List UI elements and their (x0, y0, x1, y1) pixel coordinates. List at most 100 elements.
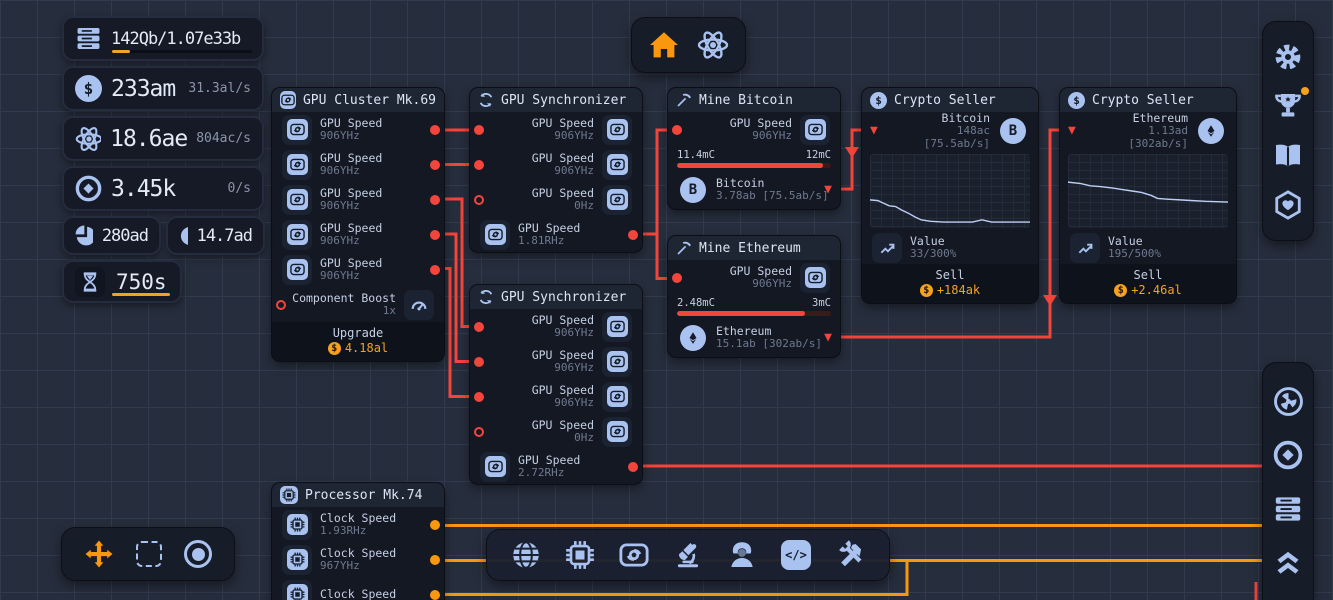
node-header[interactable]: Mine Bitcoin (668, 88, 840, 112)
gpu-fan-icon (606, 189, 628, 210)
node-title: GPU Synchronizer (501, 289, 627, 305)
cpu-icon (280, 486, 298, 504)
input-port[interactable] (474, 194, 484, 205)
coin-diamond-icon (75, 175, 102, 202)
output-port[interactable] (430, 589, 440, 600)
trophy-icon (1275, 92, 1301, 118)
coin-diamond-icon (1273, 441, 1303, 470)
node-header[interactable]: Processor Mk.74 (272, 483, 444, 507)
node-header[interactable]: GPU Cluster Mk.69 (272, 88, 444, 112)
input-port[interactable] (474, 356, 484, 367)
sell-button[interactable]: Sell $+184ak (862, 264, 1038, 303)
processors-tab-button[interactable] (565, 540, 595, 570)
science-value: 18.6ae (110, 125, 188, 152)
output-port[interactable] (430, 124, 440, 135)
input-port[interactable] (474, 426, 484, 437)
gpu-fan-icon (606, 386, 628, 407)
cpu-icon (286, 584, 308, 600)
top-menu (632, 18, 745, 72)
output-port[interactable] (628, 229, 638, 240)
input-port[interactable] (672, 272, 682, 283)
output-port[interactable]: ▼ (824, 330, 832, 346)
node-header[interactable]: Mine Ethereum (668, 236, 840, 260)
settings-button[interactable] (1273, 42, 1303, 72)
value-history-chart (1068, 154, 1228, 228)
output-port[interactable] (628, 461, 638, 472)
output-port[interactable] (430, 264, 440, 275)
output-port[interactable]: ▼ (824, 182, 832, 198)
output-port[interactable] (430, 159, 440, 170)
node-header[interactable]: GPU Synchronizer (470, 88, 642, 112)
dollar-icon: $ (1068, 91, 1085, 109)
move-tool-button[interactable] (84, 539, 114, 569)
servers-button[interactable] (1273, 494, 1303, 524)
node-header[interactable]: $ Crypto Seller (1060, 88, 1236, 112)
output-port[interactable] (430, 229, 440, 240)
circle-tool-button[interactable] (184, 540, 212, 568)
input-port[interactable] (474, 391, 484, 402)
encyclopedia-button[interactable] (1273, 141, 1303, 171)
coin-target-button[interactable] (1273, 440, 1303, 470)
input-port[interactable]: ▼ (870, 123, 878, 139)
coin-icon: $ (1114, 283, 1128, 297)
node-header[interactable]: $ Crypto Seller (862, 88, 1038, 112)
gpus-tab-button[interactable] (619, 540, 649, 570)
output-port[interactable] (430, 519, 440, 530)
home-button[interactable] (648, 29, 680, 61)
network-tab-button[interactable] (511, 540, 541, 570)
input-port[interactable] (474, 321, 484, 332)
research-button[interactable] (697, 29, 729, 61)
gpu-fan-icon (606, 421, 628, 442)
ethereum-icon (680, 325, 706, 351)
cpu-icon (286, 549, 308, 570)
achievements-button[interactable] (1273, 87, 1309, 121)
sidebar-top (1263, 22, 1313, 240)
gpu-fan-icon (606, 351, 628, 372)
timer-progress (112, 293, 170, 296)
badges-button[interactable] (1273, 190, 1303, 220)
money-rate: 31.3al/s (188, 81, 251, 96)
output-port[interactable] (430, 194, 440, 205)
node-title: Crypto Seller (1092, 92, 1194, 108)
code-tab-button[interactable]: </> (781, 540, 811, 570)
node-title: Processor Mk.74 (305, 487, 423, 503)
chevrons-up-icon (1277, 551, 1299, 574)
sell-button[interactable]: Sell $+2.46al (1060, 264, 1236, 303)
time-resource: 14.7ad (166, 216, 265, 255)
research-tab-button[interactable] (673, 540, 703, 570)
tools-tab-button[interactable] (835, 540, 865, 570)
select-tool-button[interactable] (136, 541, 162, 567)
output-port[interactable] (430, 554, 440, 565)
input-port[interactable] (672, 124, 682, 135)
turbine-icon (1273, 387, 1303, 417)
gpu-fan-icon (804, 119, 826, 140)
time-value: 14.7ad (196, 225, 253, 246)
input-port[interactable]: ▼ (1068, 123, 1076, 139)
input-port[interactable] (474, 159, 484, 170)
boost-button[interactable] (1273, 547, 1303, 577)
achievements-notification-dot (1301, 87, 1309, 96)
input-port[interactable] (276, 299, 286, 310)
upgrade-button[interactable]: Upgrade $4.18al (272, 322, 444, 361)
hacker-tab-button[interactable] (727, 540, 757, 570)
input-port[interactable] (474, 124, 484, 135)
turbine-button[interactable] (1273, 386, 1304, 417)
node-header[interactable]: GPU Synchronizer (470, 285, 642, 309)
